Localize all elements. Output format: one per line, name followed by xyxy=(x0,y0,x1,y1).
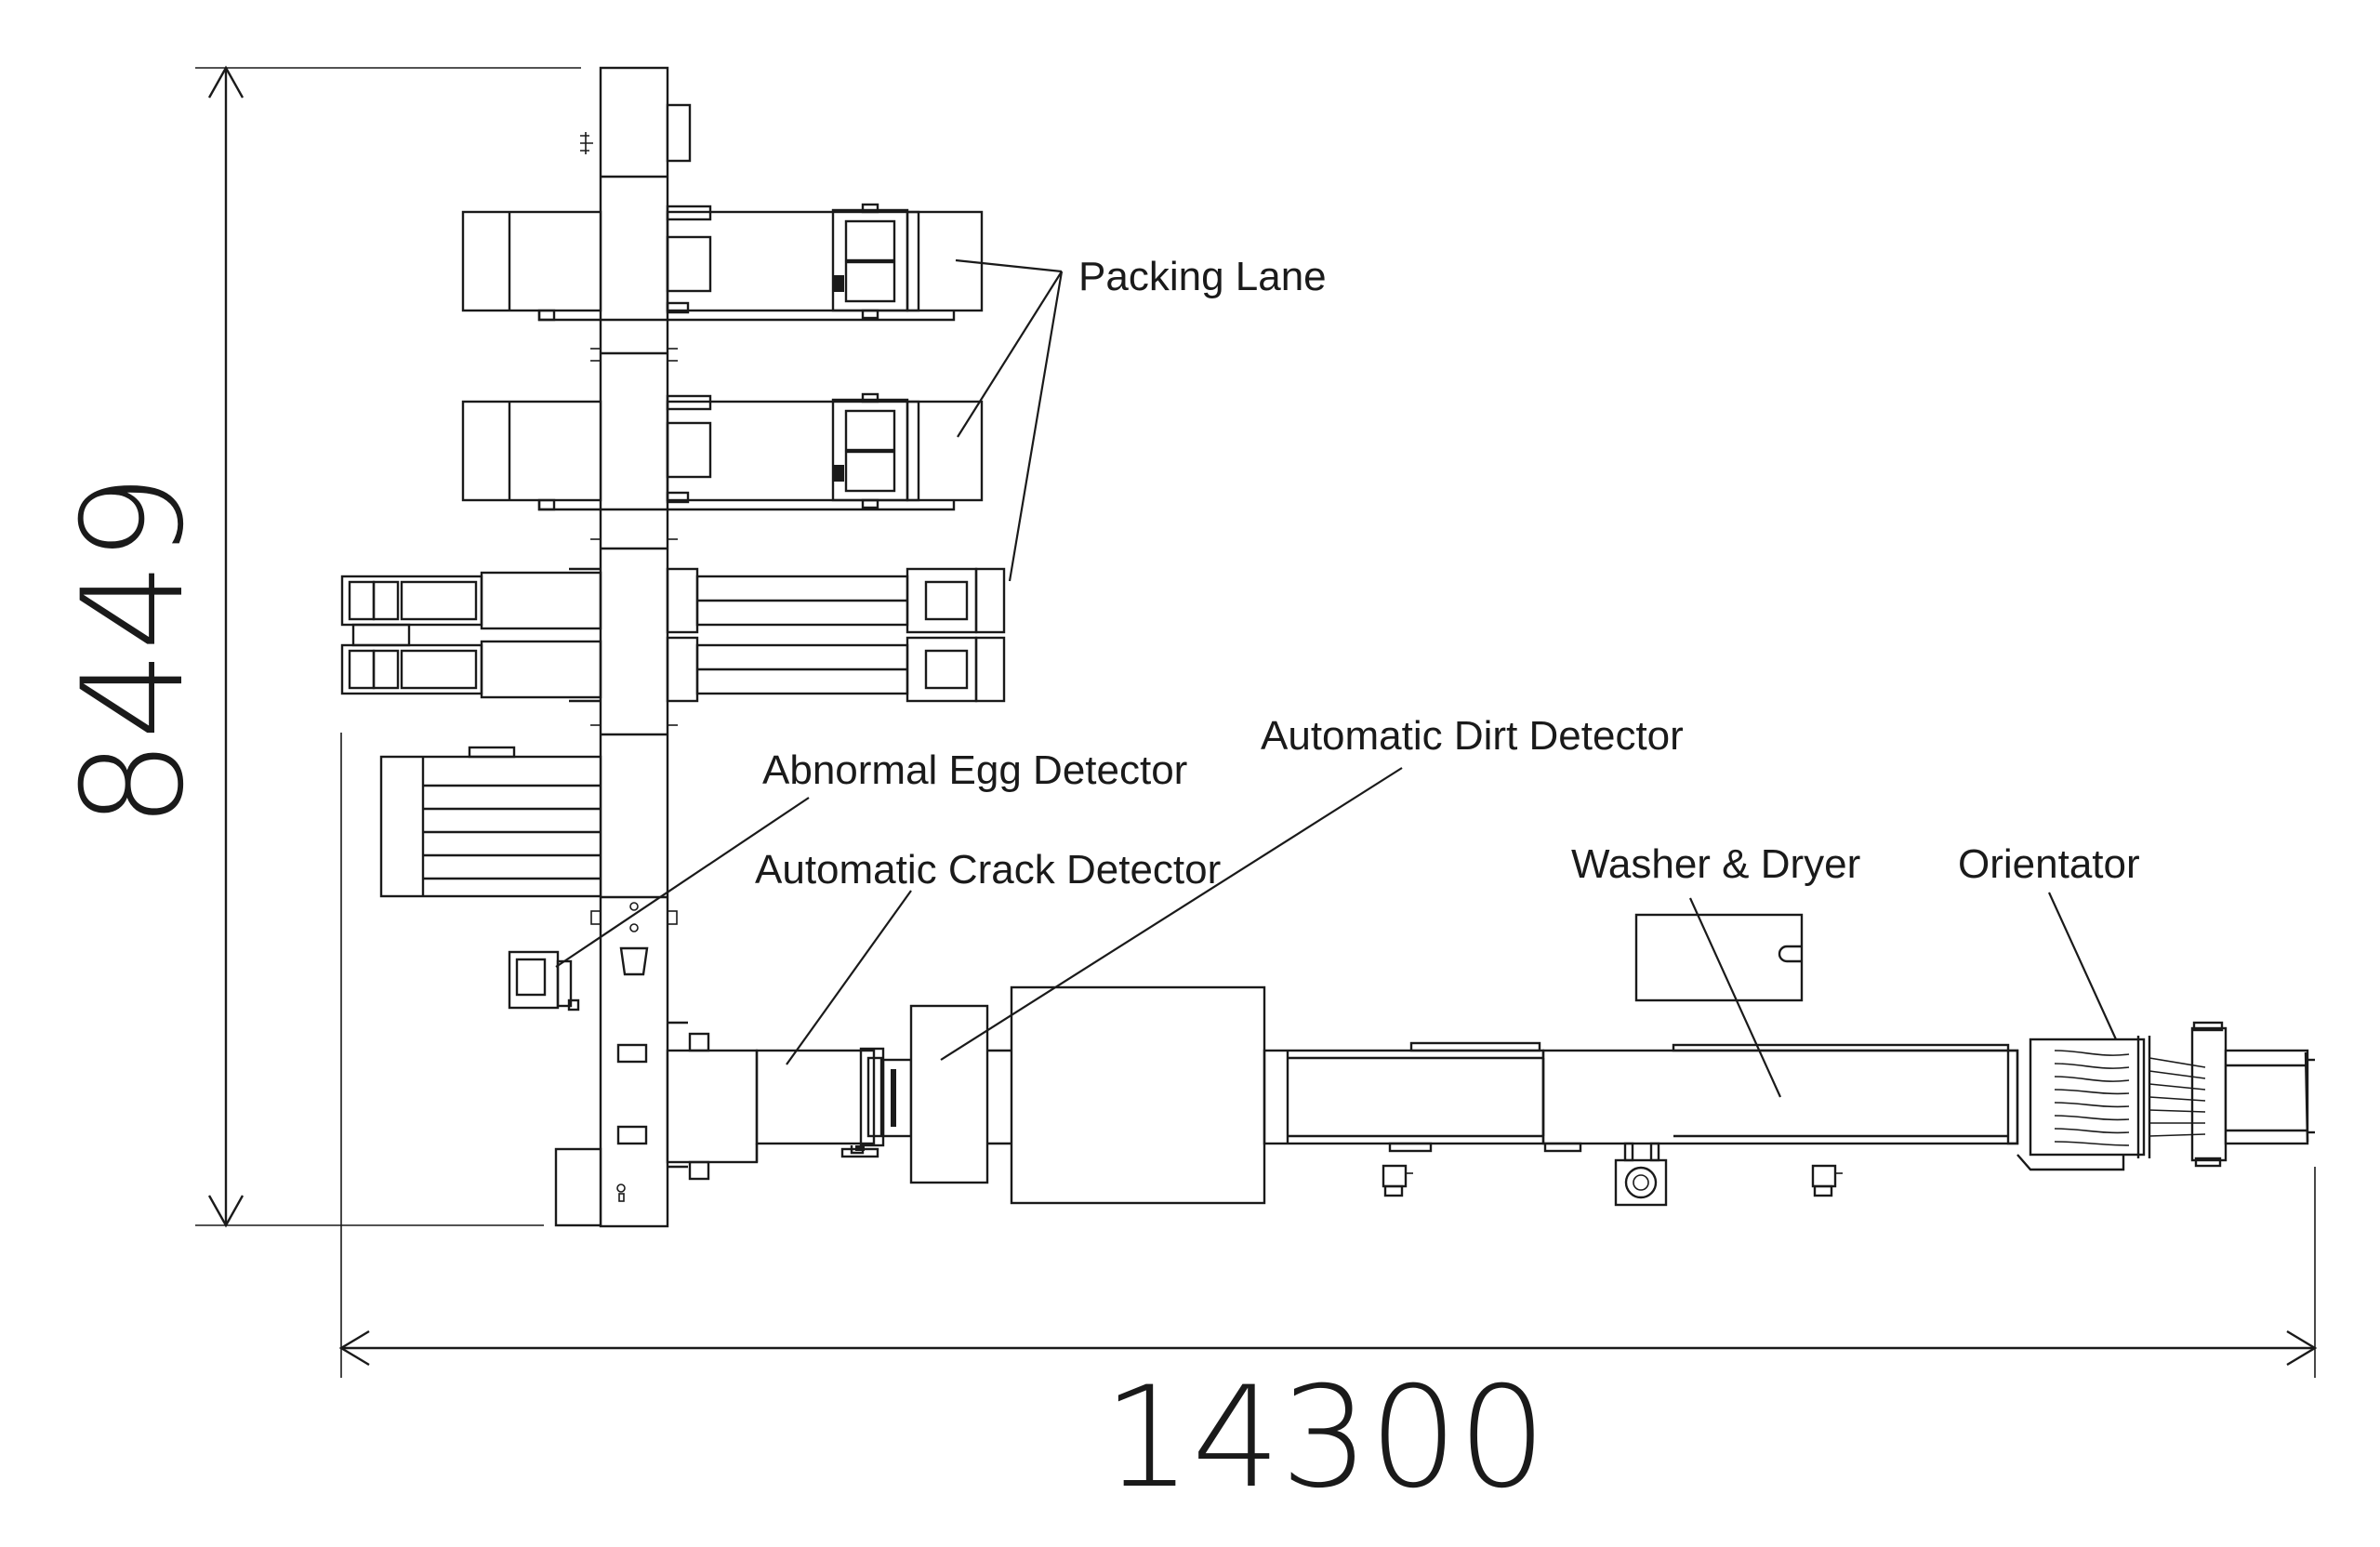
abnormal-egg-detector-unit xyxy=(508,950,580,1012)
packing-lane-2 xyxy=(461,392,984,511)
automatic-dirt-detector-label: Automatic Dirt Detector xyxy=(1261,713,1684,759)
height-dimension: 8449 xyxy=(53,65,581,1228)
automatic-crack-detector-label: Automatic Crack Detector xyxy=(755,847,1221,892)
abnormal-egg-detector-label: Abnormal Egg Detector xyxy=(762,747,1187,793)
packing-lane-1 xyxy=(461,203,984,322)
orientator-unit xyxy=(2016,1021,2315,1171)
labels: Packing Lane Abnormal Egg Detector Autom… xyxy=(755,254,2140,892)
packing-lane-3 xyxy=(340,567,1006,634)
washer-dryer-hood xyxy=(1634,913,1804,1002)
washer-dryer-label: Washer & Dryer xyxy=(1571,841,1860,887)
packing-lane-4 xyxy=(340,623,1006,703)
packing-lane-label: Packing Lane xyxy=(1078,254,1327,299)
leader-lines xyxy=(555,258,2118,1098)
vertical-conveyor xyxy=(554,66,692,1228)
height-dimension-label: 8449 xyxy=(53,473,215,828)
width-dimension: 14300 xyxy=(338,733,2318,1519)
width-dimension-label: 14300 xyxy=(1103,1357,1546,1519)
main-conveyor xyxy=(666,985,2019,1207)
orientator-label: Orientator xyxy=(1958,841,2140,887)
tray-unit xyxy=(379,746,602,898)
